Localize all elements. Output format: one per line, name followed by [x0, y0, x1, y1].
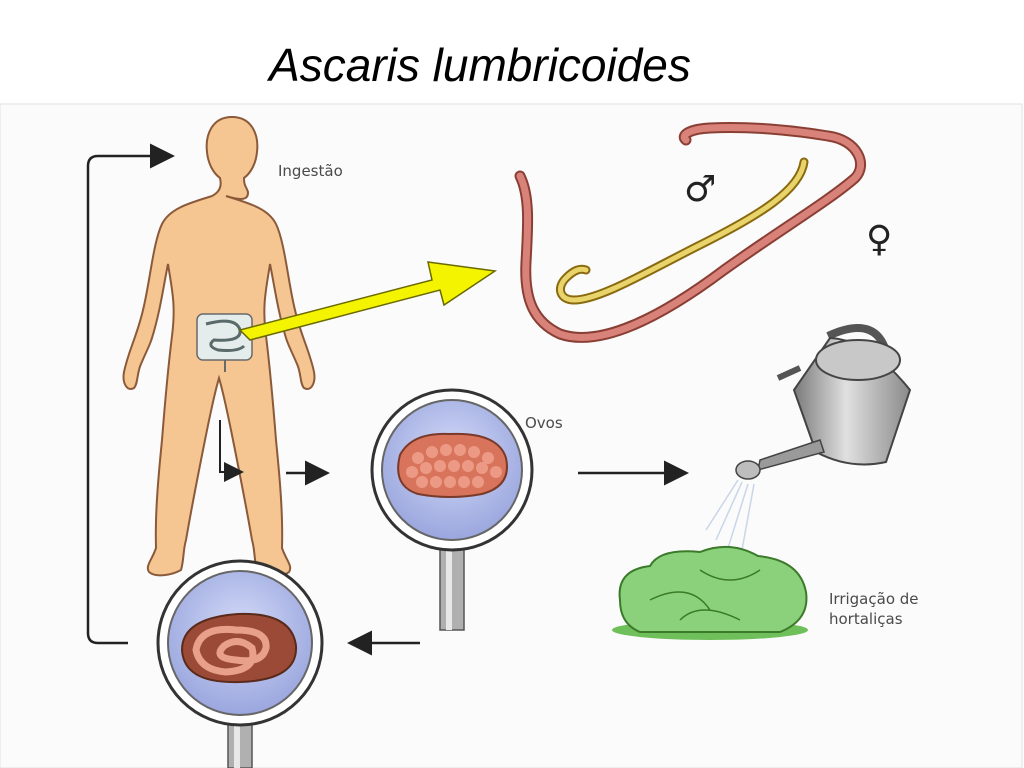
larva-magnifier	[156, 559, 324, 768]
life-cycle-diagram	[0, 103, 1023, 768]
yellow-arrow	[238, 261, 498, 341]
female-worm-fill	[516, 123, 864, 341]
male-worm-fill	[557, 159, 807, 303]
irrigation-label-line2: hortaliças	[829, 610, 903, 628]
slide-title: Ascaris lumbricoides	[269, 39, 691, 91]
irrigation-label-line1: Irrigação de	[829, 590, 919, 608]
female-symbol-icon: ♀	[866, 219, 893, 260]
eggs-label: Ovos	[525, 414, 563, 432]
egg-magnifier	[370, 388, 534, 631]
cycle-return-line	[86, 143, 175, 645]
intestine-icon	[196, 313, 253, 372]
arrow-body-down	[219, 420, 244, 482]
lettuce-icon	[612, 545, 808, 640]
male-symbol-icon: ♂	[684, 169, 717, 210]
watering-can-icon	[705, 324, 912, 551]
ingestion-label: Ingestão	[278, 162, 343, 180]
